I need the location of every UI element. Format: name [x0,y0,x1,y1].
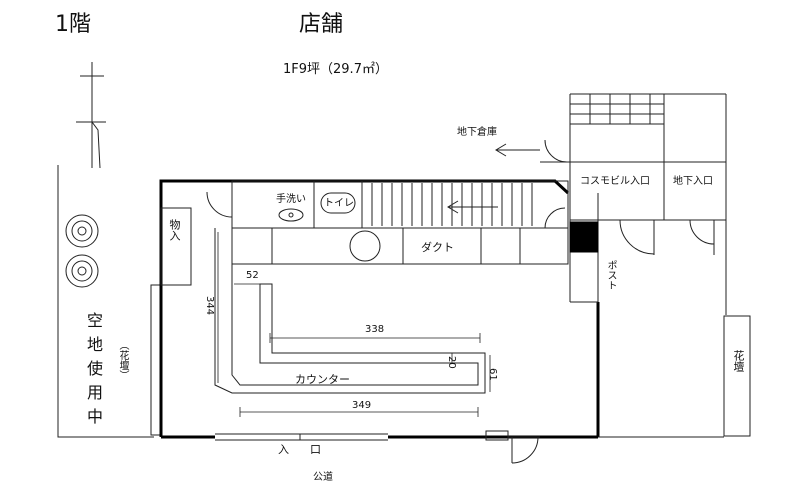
toilet-label: トイレ [324,198,354,209]
entrance-door[interactable] [215,433,388,441]
storage-label: 物入 [168,219,181,241]
area-label: 1F9坪（29.7㎡） [283,62,388,77]
floor-label: 1階 [55,12,91,37]
basement-door [495,139,570,163]
handwash-label: 手洗い [276,194,306,205]
tree-icon [65,214,99,248]
dimension-344: 344 [204,296,215,316]
tree-icon [65,254,99,288]
vacant-land-label: 空地使用中 [84,312,103,432]
public-road-label: 公道 [313,472,333,483]
toilet-icon [320,192,356,214]
dimension-lines [217,232,491,417]
basement-entrance-label: 地下入口 [673,176,713,187]
storage-closet [160,207,192,286]
building-entrances [569,93,727,315]
dimension-349: 349 [352,400,372,411]
flower-bed-left-label: （花壇） [117,340,128,380]
back-rooms [231,180,569,265]
door-swing [544,207,566,229]
flower-bed-right [723,315,751,437]
post-label: ポスト [605,260,616,290]
column-post-area [569,193,599,303]
door-swing [206,191,233,218]
side-door[interactable] [485,430,540,464]
sink-icon [278,208,304,222]
entrance-label-left: 入 [278,443,289,456]
dimension-20: 20 [446,356,457,369]
basement-storage-label: 地下倉庫 [457,127,497,138]
flower-bed-right-label: 花壇 [732,350,745,372]
entrance-label-right: 口 [310,443,321,456]
counter-label: カウンター [295,373,350,386]
dimension-52: 52 [246,270,259,281]
dimension-338: 338 [365,324,385,335]
use-label: 店舗 [299,12,344,37]
duct-label: ダクト [421,241,454,254]
site-boundary-left [57,165,154,438]
round-fixture [349,230,381,262]
staircase [371,183,533,226]
dimension-61: 61 [487,368,498,381]
north-arrow-icon [76,62,106,169]
cosmo-entrance-label: コスモビル入口 [580,176,650,187]
